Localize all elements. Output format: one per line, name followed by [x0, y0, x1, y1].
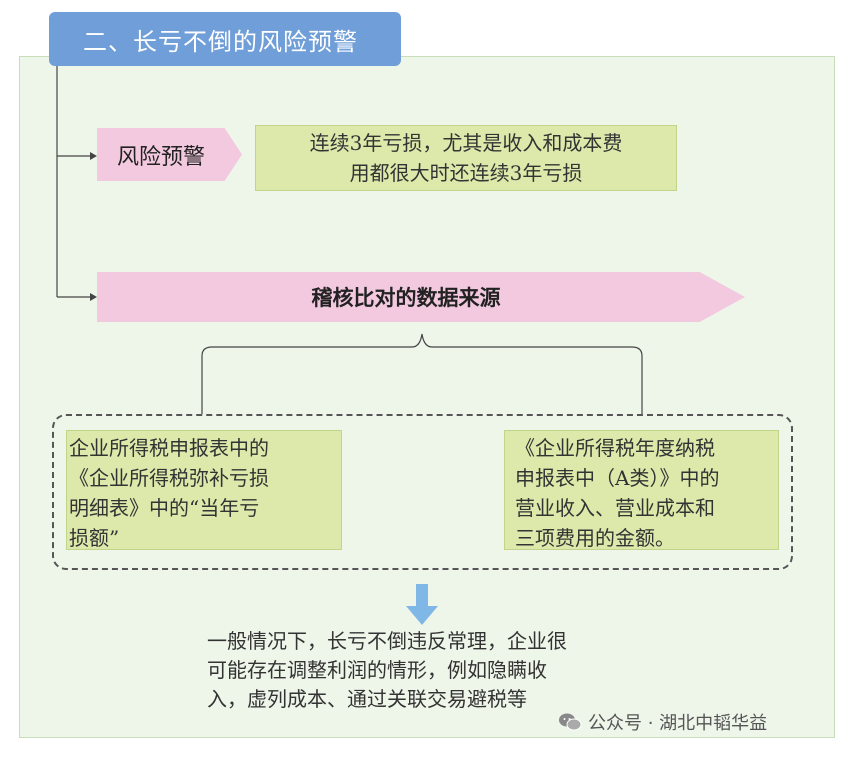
watermark-text: 公众号 · 湖北中韬华益: [588, 713, 768, 734]
data-source-right-box: 《企业所得税年度纳税 申报表中（A类）》中的 营业收入、营业成本和 三项费用的金…: [504, 430, 779, 550]
conclusion-line: 入，虚列成本、通过关联交易避税等: [207, 687, 527, 711]
source-left-line: 企业所得税申报表中的: [69, 436, 269, 460]
page-title: 二、长亏不倒的风险预警: [49, 12, 401, 66]
warning-desc-line: 用都很大时还连续3年亏损: [349, 161, 583, 185]
watermark: 公众号 · 湖北中韬华益: [558, 709, 767, 735]
source-right-line: 《企业所得税年度纳税: [515, 436, 715, 460]
data-source-group: [52, 414, 793, 570]
conclusion-line: 可能存在调整利润的情形，例如隐瞒收: [207, 658, 547, 682]
down-arrow-icon: [406, 584, 438, 625]
source-right-line: 营业收入、营业成本和: [515, 496, 715, 520]
source-right-line: 三项费用的金额。: [515, 526, 675, 550]
data-source-arrow: 稽核比对的数据来源: [97, 272, 745, 322]
warning-desc-line: 连续3年亏损，尤其是收入和成本费: [309, 131, 623, 155]
data-source-left-box: 企业所得税申报表中的 《企业所得税弥补亏损 明细表》中的“当年亏 损额”: [66, 430, 342, 550]
conclusion-text: 一般情况下，长亏不倒违反常理，企业很 可能存在调整利润的情形，例如隐瞒收 入，虚…: [207, 627, 677, 714]
conclusion-line: 一般情况下，长亏不倒违反常理，企业很: [207, 629, 567, 653]
source-left-line: 明细表》中的“当年亏: [69, 496, 260, 520]
wechat-icon: [559, 713, 582, 731]
risk-warning-description: 连续3年亏损，尤其是收入和成本费 用都很大时还连续3年亏损: [255, 125, 677, 191]
source-right-line: 申报表中（A类）》中的: [515, 466, 720, 490]
risk-warning-tag: 风险预警: [97, 128, 242, 181]
source-left-line: 《企业所得税弥补亏损: [69, 466, 269, 490]
source-left-line: 损额”: [69, 526, 120, 550]
